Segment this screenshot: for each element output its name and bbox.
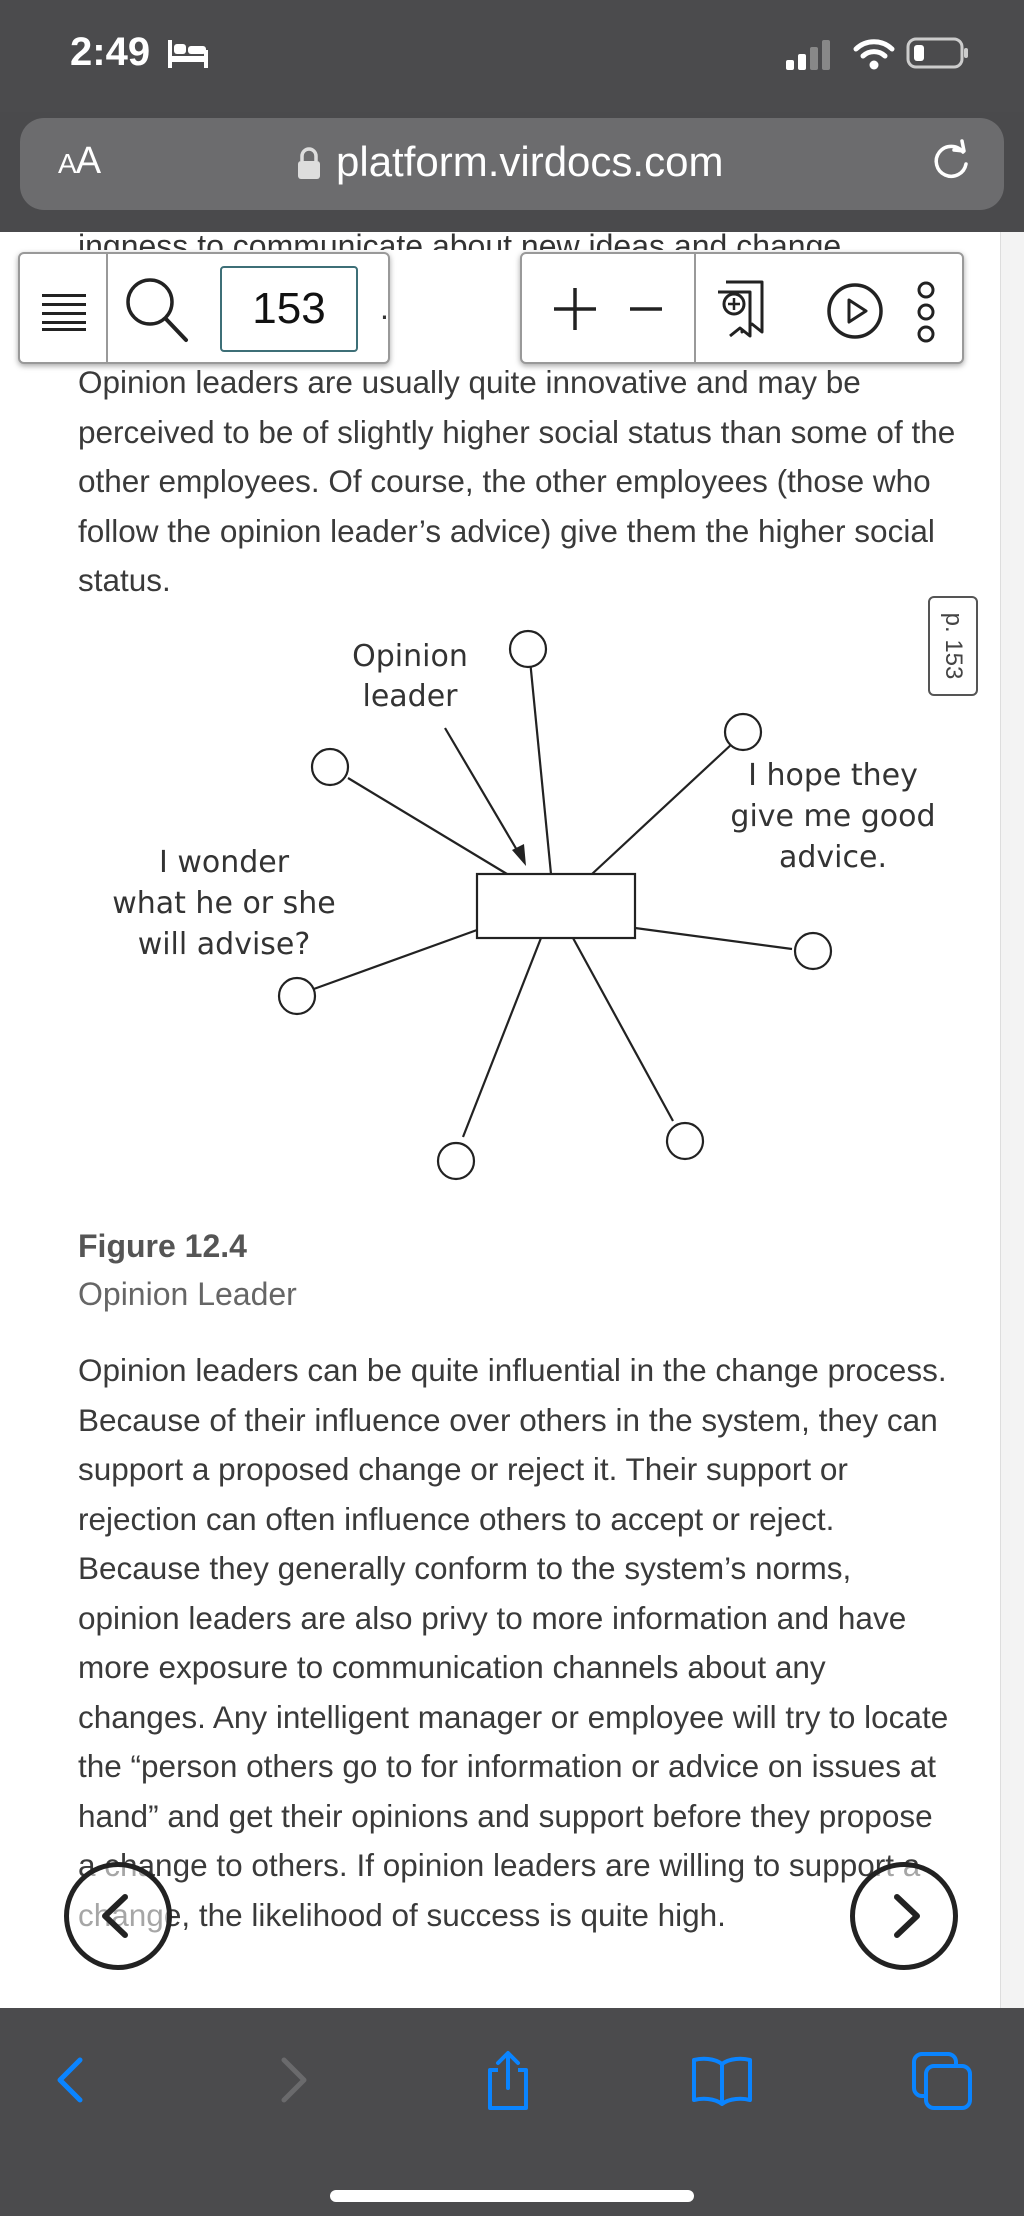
label-wonder: will advise?	[138, 927, 311, 962]
chevron-left-icon	[102, 1894, 128, 1938]
add-note-icon[interactable]	[712, 278, 768, 340]
cut-off-text-fragment: .	[380, 290, 389, 326]
signal-icon	[786, 40, 830, 70]
figure-number: Figure 12.4	[78, 1228, 247, 1264]
status-bar: 2:49	[0, 0, 1024, 112]
arrow-head	[512, 844, 526, 866]
more-options-icon[interactable]	[908, 280, 944, 344]
page-number-input[interactable]: 153	[220, 266, 358, 352]
diagram-spoke	[347, 777, 508, 875]
search-icon[interactable]	[122, 274, 190, 344]
toolbar-divider	[106, 254, 108, 362]
label-hope: advice.	[779, 840, 887, 875]
chevron-right-icon	[894, 1894, 920, 1938]
next-page-button[interactable]	[850, 1862, 958, 1970]
diagram-spoke	[461, 937, 543, 1138]
follower-node	[723, 712, 763, 752]
label-hope: give me good	[730, 799, 935, 834]
follower-node	[665, 1121, 705, 1161]
diagram-spoke	[591, 742, 734, 875]
reader-toolbar-left: 153	[18, 252, 390, 364]
opinion-leader-box	[475, 872, 637, 940]
bed-icon	[168, 40, 208, 68]
status-time: 2:49	[70, 30, 151, 74]
label-hope: I hope they	[748, 758, 918, 793]
label-wonder: I wonder	[159, 845, 290, 880]
label-opinion-leader: leader	[362, 679, 458, 714]
toolbar-divider	[694, 254, 696, 362]
battery-icon	[906, 37, 968, 69]
follower-node	[277, 976, 317, 1016]
page-marker: p. 153	[928, 596, 978, 696]
figure-caption: Opinion Leader	[78, 1276, 297, 1312]
follower-node	[508, 629, 548, 669]
lock-icon	[298, 147, 320, 179]
zoom-in-icon[interactable]	[550, 284, 600, 334]
back-icon[interactable]	[40, 2048, 104, 2112]
diagram-drawing: Opinion leader I wonder what he or she w…	[112, 629, 936, 1181]
paragraph: Opinion leaders can be quite influential…	[78, 1352, 949, 1933]
reload-icon[interactable]	[928, 138, 974, 184]
menu-icon[interactable]	[40, 290, 88, 332]
label-opinion-leader: Opinion	[352, 639, 468, 674]
previous-page-button[interactable]	[64, 1862, 172, 1970]
tabs-icon[interactable]	[910, 2048, 974, 2112]
cut-off-text-line: ingness to communicate about new ideas a…	[78, 228, 842, 250]
play-icon[interactable]	[826, 282, 884, 340]
paragraph: Opinion leaders are usually quite innova…	[78, 364, 956, 598]
diagram-spoke	[634, 926, 793, 951]
text-size-button[interactable]: AA	[58, 140, 101, 182]
address-bar[interactable]: AA platform.virdocs.com	[20, 118, 1004, 210]
follower-node	[436, 1141, 476, 1181]
page-edge	[1000, 232, 1024, 2008]
leader-arrow-line	[444, 727, 525, 863]
diagram-spoke	[572, 937, 674, 1122]
bookmarks-icon[interactable]	[690, 2048, 754, 2112]
share-icon[interactable]	[476, 2048, 540, 2112]
document-page: ingness to communicate about new ideas a…	[0, 228, 1024, 2008]
url-text[interactable]: platform.virdocs.com	[336, 138, 724, 185]
diagram-spoke	[528, 659, 553, 875]
forward-icon[interactable]	[260, 2048, 324, 2112]
reader-toolbar-right	[520, 252, 964, 364]
wifi-icon	[853, 39, 895, 70]
diagram-spoke	[310, 928, 478, 992]
home-indicator[interactable]	[330, 2190, 694, 2202]
follower-node	[793, 931, 833, 971]
browser-toolbar	[0, 2008, 1024, 2216]
label-wonder: what he or she	[112, 886, 336, 921]
zoom-out-icon[interactable]	[626, 284, 666, 334]
follower-node	[310, 747, 350, 787]
